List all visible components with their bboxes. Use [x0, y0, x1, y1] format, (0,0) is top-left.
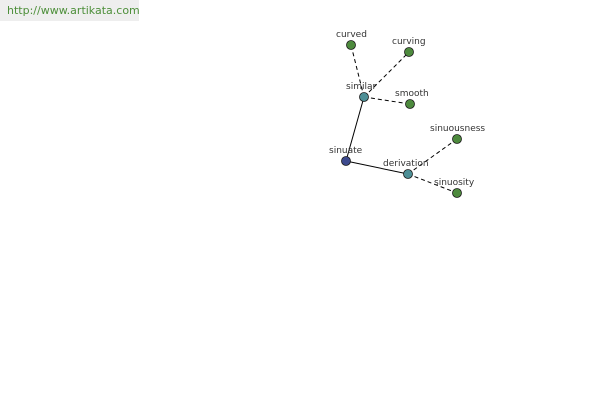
edge-similar-curved: [350, 44, 365, 98]
node-label-derivation: derivation: [383, 159, 429, 169]
site-url-link[interactable]: http://www.artikata.com: [7, 4, 140, 17]
graph-nodes: [341, 40, 462, 198]
node-sinuate[interactable]: [341, 156, 351, 166]
edge-similar-smooth: [363, 96, 411, 105]
node-label-sinuousness: sinuousness: [430, 124, 485, 134]
edge-similar-curving: [363, 51, 410, 98]
node-sinuosity[interactable]: [452, 188, 462, 198]
node-similar[interactable]: [359, 92, 369, 102]
node-sinuousness[interactable]: [452, 134, 462, 144]
node-label-curving: curving: [392, 37, 426, 47]
node-label-sinuosity: sinuosity: [434, 178, 475, 188]
node-smooth[interactable]: [405, 99, 415, 109]
edge-sinuate-similar: [345, 96, 365, 162]
edge-derivation-sinuosity: [407, 173, 458, 194]
node-label-sinuate: sinuate: [329, 146, 363, 156]
node-derivation[interactable]: [403, 169, 413, 179]
graph-labels: sinuate similar derivation curved curving smo…: [329, 30, 485, 188]
edge-derivation-sinuousness: [407, 138, 458, 175]
node-label-smooth: smooth: [395, 89, 429, 99]
node-label-similar: similar: [346, 82, 376, 92]
edge-sinuate-derivation: [345, 160, 409, 175]
node-curved[interactable]: [346, 40, 356, 50]
url-bar: http://www.artikata.com: [0, 0, 140, 21]
node-label-curved: curved: [336, 30, 367, 40]
graph-edges: [345, 44, 458, 194]
node-curving[interactable]: [404, 47, 414, 57]
